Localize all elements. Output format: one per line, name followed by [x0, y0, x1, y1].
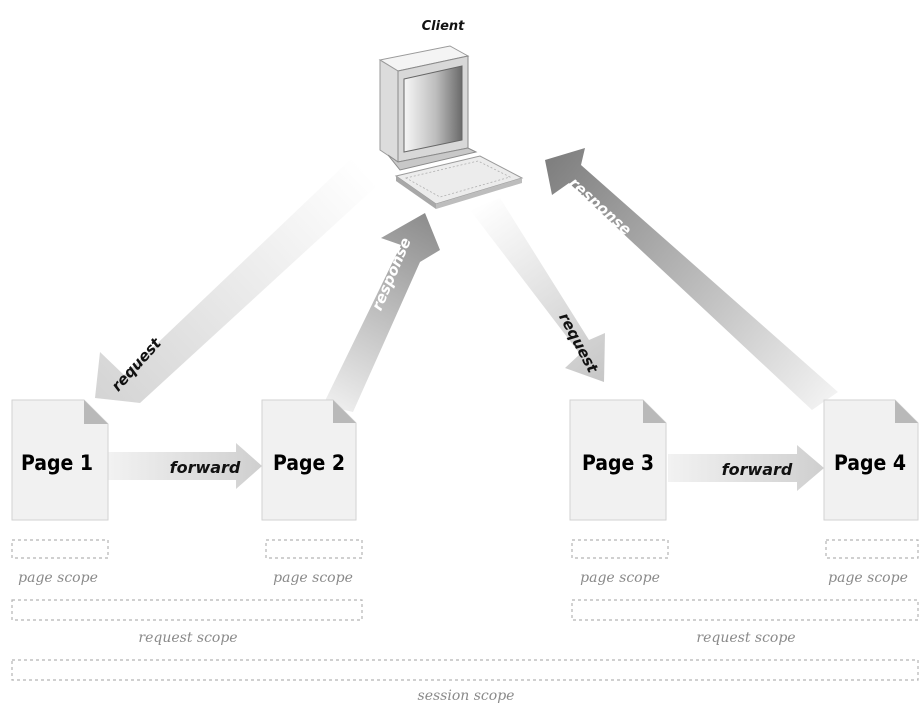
request-scope-right: request scope [571, 599, 919, 646]
page-3-scope: page scope [571, 539, 669, 586]
response-arrow-left: response [323, 213, 440, 412]
page-2-scope-label: page scope [273, 570, 353, 586]
session-scope: session scope [11, 659, 919, 704]
forward-arrow-left: forward [108, 443, 262, 489]
page-4-scope-label: page scope [828, 570, 908, 586]
request-scope-right-label: request scope [696, 630, 795, 646]
page-3-scope-label: page scope [580, 570, 660, 586]
page-3-label: Page 3 [582, 451, 654, 475]
page-1-document: Page 1 [11, 399, 109, 521]
session-scope-label: session scope [418, 688, 515, 704]
desktop-computer-icon [378, 45, 524, 209]
page-4-scope: page scope [825, 539, 919, 586]
page-1-label: Page 1 [21, 451, 93, 475]
request-arrow-left: request [95, 155, 380, 403]
client-label: Client [422, 19, 466, 34]
page-2-scope: page scope [265, 539, 363, 586]
forward-label-right: forward [722, 460, 793, 479]
page-1-scope: page scope [11, 539, 109, 586]
page-2-label: Page 2 [273, 451, 345, 475]
page-2-document: Page 2 [261, 399, 357, 521]
page-4-label: Page 4 [834, 451, 906, 475]
page-4-document: Page 4 [823, 399, 919, 521]
request-scope-left-label: request scope [138, 630, 237, 646]
forward-label-left: forward [170, 458, 241, 477]
page-1-scope-label: page scope [18, 570, 98, 586]
request-scope-left: request scope [11, 599, 363, 646]
forward-arrow-right: forward [668, 445, 824, 491]
request-arrow-right: request [470, 198, 605, 382]
page-3-document: Page 3 [569, 399, 667, 521]
